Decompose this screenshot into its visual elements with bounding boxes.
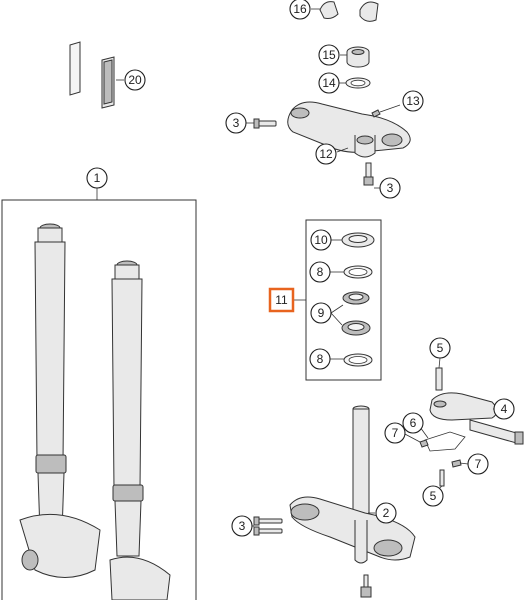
svg-text:12: 12 [319, 147, 333, 161]
svg-text:14: 14 [322, 76, 336, 90]
svg-text:7: 7 [392, 426, 399, 440]
svg-text:2: 2 [383, 506, 390, 520]
svg-text:1: 1 [94, 171, 101, 185]
part-steering-damper [419, 367, 524, 487]
callout-20: 20 [124, 69, 146, 91]
svg-text:13: 13 [406, 94, 420, 108]
svg-text:5: 5 [437, 341, 444, 355]
callout-1: 1 [86, 167, 108, 189]
svg-text:7: 7 [475, 457, 482, 471]
callout-7-left: 7 [384, 422, 406, 444]
callout-7-right: 7 [467, 453, 489, 475]
part-handlebar-clamps [319, 1, 379, 22]
callout-5-lower: 5 [422, 485, 444, 507]
callout-4: 4 [493, 398, 515, 420]
callout-3-upper-left: 3 [225, 112, 247, 134]
callout-14: 14 [318, 72, 340, 94]
svg-text:10: 10 [314, 233, 328, 247]
callout-16: 16 [289, 0, 311, 20]
callout-2: 2 [375, 502, 397, 524]
svg-text:9: 9 [318, 306, 325, 320]
callout-3-lower: 3 [231, 515, 253, 537]
svg-text:5: 5 [430, 489, 437, 503]
svg-text:20: 20 [128, 73, 142, 87]
leader-lines [116, 8, 500, 527]
part-15-plug [346, 46, 370, 68]
callout-5-upper: 5 [429, 337, 451, 359]
callout-8-upper: 8 [309, 261, 331, 283]
svg-text:4: 4 [501, 402, 508, 416]
svg-text:11: 11 [275, 293, 288, 307]
svg-text:16: 16 [293, 2, 307, 16]
part-11-bearing-kit [294, 219, 382, 381]
part-2-lower-triple-clamp [289, 405, 416, 598]
part-bolt-3b [363, 162, 374, 186]
callout-12: 12 [315, 143, 337, 165]
svg-text:15: 15 [322, 48, 336, 62]
part-12-upper-triple-clamp [287, 101, 411, 158]
callout-8-lower: 8 [309, 348, 331, 370]
svg-text:3: 3 [387, 181, 394, 195]
callout-11-highlighted: 11 [268, 287, 295, 313]
svg-text:3: 3 [233, 116, 240, 130]
svg-text:6: 6 [410, 416, 417, 430]
callout-13: 13 [402, 90, 424, 112]
callout-6: 6 [402, 412, 424, 434]
svg-text:3: 3 [239, 519, 246, 533]
part-bolt-3a [253, 118, 277, 129]
svg-text:8: 8 [317, 352, 324, 366]
svg-text:8: 8 [317, 265, 324, 279]
callout-15: 15 [318, 44, 340, 66]
callout-3-upper-right: 3 [379, 177, 401, 199]
part-1-fork-assembly [1, 188, 197, 600]
callout-9: 9 [310, 302, 332, 324]
part-20-stickers [69, 41, 115, 109]
part-bolt-3c [253, 516, 283, 536]
callout-10: 10 [310, 229, 332, 251]
part-14-washer [345, 77, 371, 89]
